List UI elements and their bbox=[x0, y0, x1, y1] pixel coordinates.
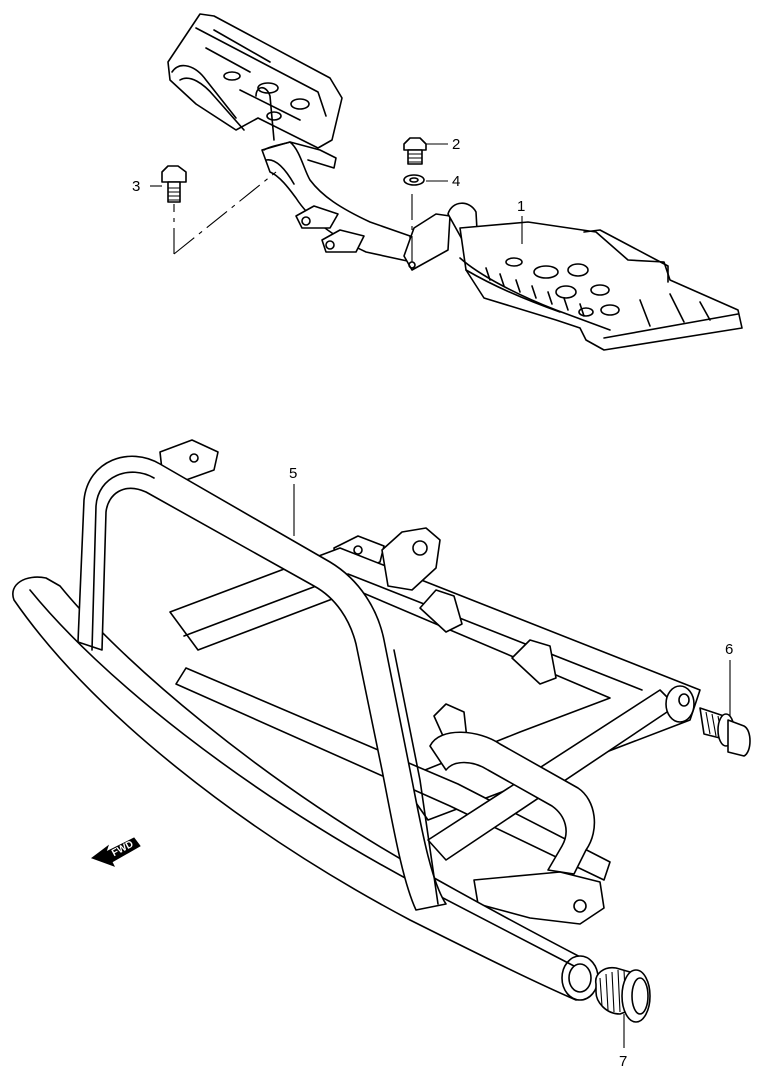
bolt-icon bbox=[161, 165, 187, 203]
forward-direction-arrow[interactable]: FWD bbox=[90, 837, 141, 867]
callout-2[interactable]: 2 bbox=[426, 136, 460, 153]
callout-4[interactable]: 4 bbox=[426, 173, 460, 190]
callout-label: 1 bbox=[517, 198, 525, 215]
front-guard bbox=[12, 439, 701, 1001]
callout-label: 4 bbox=[452, 173, 460, 190]
footrest-assembly bbox=[167, 13, 743, 351]
callout-label: 6 bbox=[725, 641, 733, 658]
assembly-leader-lines bbox=[173, 171, 413, 262]
plug-icon bbox=[594, 966, 651, 1023]
callout-1[interactable]: 1 bbox=[517, 198, 525, 244]
callout-7[interactable]: 7 bbox=[619, 1014, 627, 1070]
callout-3[interactable]: 3 bbox=[132, 178, 162, 195]
arrow-icon bbox=[90, 837, 141, 867]
callout-5[interactable]: 5 bbox=[289, 465, 297, 536]
flange-bolt-icon bbox=[699, 707, 751, 757]
callout-label: 2 bbox=[452, 136, 460, 153]
callout-label: 5 bbox=[289, 465, 297, 482]
callout-label: 7 bbox=[619, 1053, 627, 1070]
callout-label: 3 bbox=[132, 178, 140, 195]
callout-6[interactable]: 6 bbox=[725, 641, 733, 716]
washer-icon bbox=[403, 174, 425, 186]
bolt-icon bbox=[403, 137, 427, 165]
